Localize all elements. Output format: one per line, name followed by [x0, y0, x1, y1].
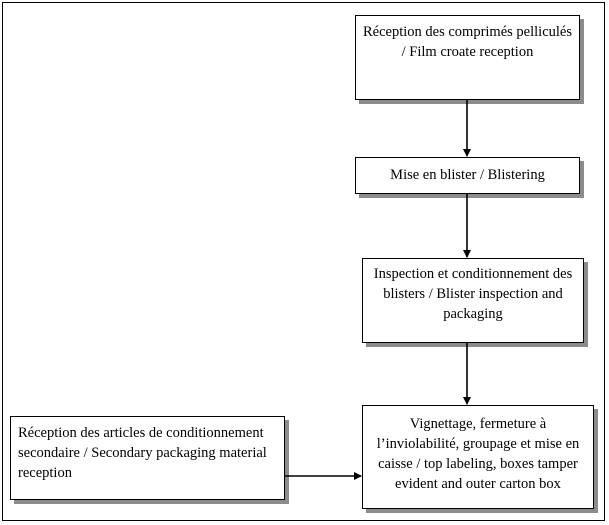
node-inspection-packaging: Inspection et conditionnement des bliste…: [362, 258, 584, 343]
node-secondary-reception: Réception des articles de conditionnemen…: [10, 416, 285, 500]
node-labeling-boxing-label: Vignettage, fermeture à l’inviolabilité,…: [376, 416, 580, 492]
diagram-frame: [2, 2, 605, 521]
node-blistering: Mise en blister / Blistering: [355, 157, 580, 194]
node-labeling-boxing: Vignettage, fermeture à l’inviolabilité,…: [362, 405, 594, 509]
node-blistering-label: Mise en blister / Blistering: [390, 167, 545, 183]
node-film-coated-reception-label: Réception des comprimés pelliculés / Fil…: [363, 24, 572, 60]
node-film-coated-reception: Réception des comprimés pelliculés / Fil…: [355, 15, 580, 100]
node-secondary-reception-label: Réception des articles de conditionnemen…: [18, 425, 267, 481]
node-inspection-packaging-label: Inspection et conditionnement des bliste…: [373, 266, 573, 322]
